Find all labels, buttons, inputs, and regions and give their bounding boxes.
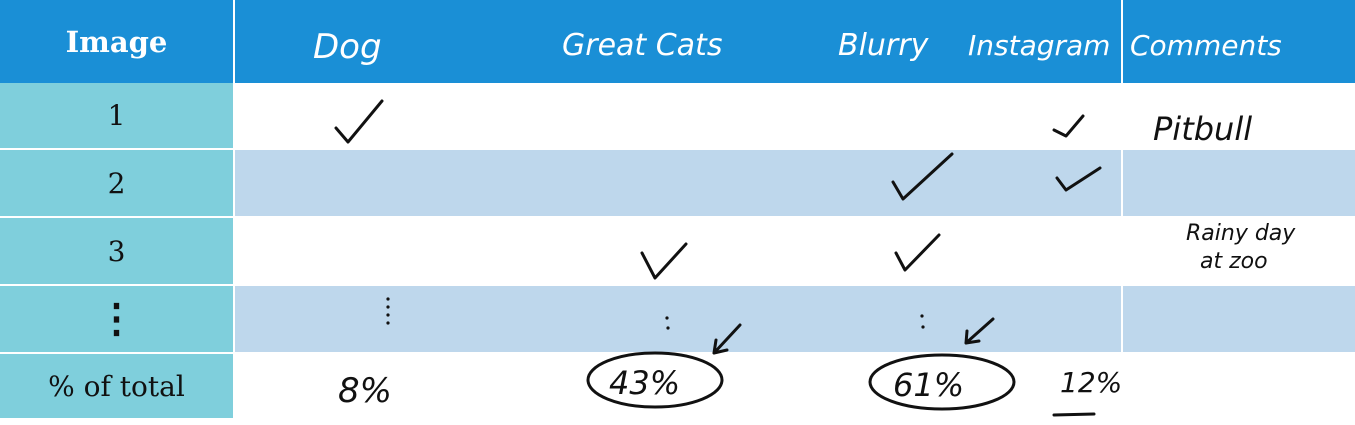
column-divider [1121, 0, 1123, 418]
check-mark-icon [640, 242, 688, 280]
header-row: Image [0, 0, 1355, 83]
comment-text-line1: Rainy day [1186, 221, 1296, 246]
row-id-ellipsis: ⋮ [0, 286, 233, 352]
row-id: 1 [0, 83, 233, 148]
column-header-dog: Dog [313, 27, 382, 67]
arrow-icon [712, 323, 742, 355]
highlight-circle [586, 351, 724, 409]
check-mark-icon [1055, 166, 1102, 192]
vertical-ellipsis-icon [665, 316, 670, 330]
underline [1052, 412, 1096, 417]
check-mark-icon [894, 233, 941, 272]
total-great-cats: 43% [609, 364, 680, 402]
header-image-label: Image [65, 24, 168, 59]
column-header-great-cats: Great Cats [562, 28, 722, 63]
highlight-circle [868, 353, 1016, 411]
check-mark-icon [891, 152, 954, 201]
check-mark-icon [1052, 114, 1085, 138]
comment-text-line2: at zoo [1200, 249, 1268, 274]
row-divider [0, 284, 1355, 286]
row-id: 2 [0, 150, 233, 216]
total-label: % of total [0, 354, 233, 418]
column-header-blurry: Blurry [838, 28, 930, 63]
table-row: 2 [0, 150, 1355, 216]
check-mark-icon [334, 99, 384, 144]
total-dog: 8% [338, 371, 392, 411]
table-row: ⋮ [0, 286, 1355, 352]
row-divider [0, 148, 1355, 150]
vertical-ellipsis-icon [386, 297, 390, 325]
arrow-icon [964, 317, 995, 345]
total-instagram: 12% [1060, 366, 1122, 399]
comment-text: Pitbull [1153, 110, 1252, 148]
table-row: 3 [0, 218, 1355, 284]
column-header-instagram: Instagram [968, 29, 1110, 62]
row-divider [0, 216, 1355, 218]
column-header-comments: Comments [1130, 29, 1282, 62]
row-id: 3 [0, 218, 233, 284]
vertical-ellipsis-icon [920, 314, 925, 329]
table-row: 1 [0, 83, 1355, 148]
column-divider [233, 0, 235, 418]
totals-row: % of total [0, 354, 1355, 425]
total-blurry: 61% [893, 366, 964, 404]
